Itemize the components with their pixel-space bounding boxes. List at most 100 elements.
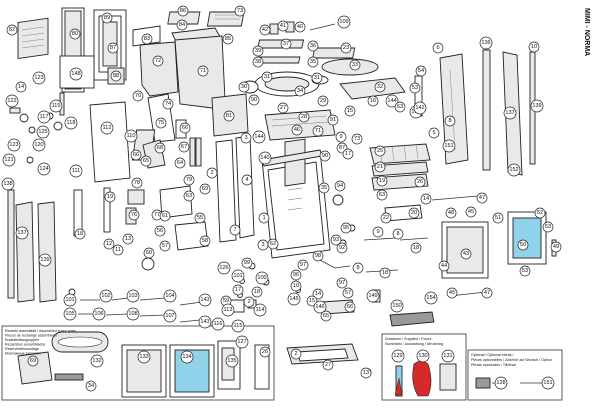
callout-circle xyxy=(352,262,364,274)
legend-box-line: Suministro / Ausstattung / Utrustning xyxy=(385,342,443,346)
callout-circle xyxy=(5,94,19,108)
part-callout: 144 xyxy=(252,130,266,144)
callout-number: 3 xyxy=(261,242,264,248)
callout-number: 8 xyxy=(356,265,359,271)
callout-number: 18 xyxy=(254,289,260,295)
part-callout: 5 xyxy=(428,127,440,139)
callout-number: 22 xyxy=(383,215,389,221)
part-callout: 16 xyxy=(367,95,379,107)
callout-number: 70 xyxy=(135,93,141,99)
callout-circle xyxy=(334,180,346,192)
callout-circle xyxy=(287,292,301,306)
callout-circle xyxy=(360,367,372,379)
callout-circle xyxy=(211,317,225,331)
part-callout: 21 xyxy=(374,161,386,173)
callout-number: 23 xyxy=(343,45,349,51)
part-callout: 114 xyxy=(253,303,267,317)
part-callout: 69 xyxy=(199,183,211,195)
part-callout: 82 xyxy=(6,24,18,36)
callout-number: 154 xyxy=(426,295,435,301)
part-callout: 138 xyxy=(1,177,15,191)
callout-circle xyxy=(163,289,177,303)
part-callout: 140 xyxy=(258,151,272,165)
callout-number: 100 xyxy=(257,275,266,281)
callout-circle xyxy=(290,280,302,292)
part-callout: 145 xyxy=(287,292,301,306)
callout-number: 91 xyxy=(330,117,336,123)
callout-circle xyxy=(445,207,457,219)
callout-number: 45 xyxy=(449,290,455,296)
callout-number: 122 xyxy=(7,98,16,104)
callout-number: 35 xyxy=(321,185,327,191)
callout-number: 33 xyxy=(352,62,358,68)
callout-number: 149 xyxy=(368,293,377,299)
part-callout: 65 xyxy=(320,310,332,322)
callout-number: 39 xyxy=(255,48,261,54)
part-callout: 101 xyxy=(63,293,77,307)
part-callout: 18 xyxy=(74,228,86,240)
callout-circle xyxy=(112,244,124,256)
callout-circle xyxy=(528,41,540,53)
optional-items-caption: Optional / Optional extras / Pièces opti… xyxy=(471,353,552,367)
callout-number: 123 xyxy=(34,75,43,81)
part-callout: 15 xyxy=(344,105,356,117)
callout-circle xyxy=(243,296,255,308)
callout-number: 47 xyxy=(484,290,490,296)
part-callout: 62 xyxy=(267,238,279,250)
callout-number: 127 xyxy=(237,339,246,345)
part-callout: 83 xyxy=(141,33,153,45)
spare-box-line: Recambios ensamblados xyxy=(5,343,46,347)
callout-number: 99 xyxy=(244,260,250,266)
part-callout: 43 xyxy=(460,248,472,260)
callout-circle xyxy=(100,121,114,135)
callout-number: 11 xyxy=(115,247,121,253)
callout-circle xyxy=(252,45,264,57)
callout-circle xyxy=(492,212,504,224)
part-callout: 86 xyxy=(177,5,189,17)
callout-number: 71 xyxy=(315,128,321,134)
part-callout: 80 xyxy=(69,28,81,40)
callout-circle xyxy=(337,15,351,29)
callout-number: 6 xyxy=(436,45,439,51)
part-callout: 47 xyxy=(476,192,488,204)
callout-circle xyxy=(322,359,334,371)
callout-circle xyxy=(6,24,18,36)
part-callout: 28 xyxy=(298,111,310,123)
callout-circle xyxy=(152,55,164,67)
callout-circle xyxy=(99,289,113,303)
part-callout: 57 xyxy=(159,240,171,252)
callout-circle xyxy=(312,250,324,262)
part-callout: 66 xyxy=(130,149,142,161)
callout-number: 152 xyxy=(509,167,518,173)
callout-number: 13 xyxy=(363,370,369,376)
callout-circle xyxy=(344,105,356,117)
callout-circle xyxy=(349,59,361,71)
part-callout: 151 xyxy=(442,139,456,153)
part-callout: 2 xyxy=(290,348,302,360)
callout-number: 85 xyxy=(225,36,231,42)
callout-circle xyxy=(223,110,235,122)
callout-circle xyxy=(379,267,391,279)
part-callout: 146 xyxy=(313,300,327,314)
callout-number: 116 xyxy=(214,321,223,327)
callout-circle xyxy=(374,161,386,173)
spare-box-line: Ersatzteilbaugruppen xyxy=(5,338,39,342)
callout-number: 49 xyxy=(553,244,559,250)
callout-number: 101 xyxy=(233,273,242,279)
callout-circle xyxy=(258,212,270,224)
callout-number: 150 xyxy=(392,303,401,309)
callout-number: 15 xyxy=(309,298,315,304)
callout-number: 117 xyxy=(40,114,49,120)
callout-circle xyxy=(380,212,392,224)
part-callout: 101 xyxy=(231,269,245,283)
callout-number: 132 xyxy=(92,358,101,364)
callout-number: 9 xyxy=(376,229,379,235)
part-callout: 71 xyxy=(197,65,209,77)
callout-circle xyxy=(340,222,352,234)
callout-circle xyxy=(178,141,190,153)
callout-number: 25 xyxy=(377,148,383,154)
part-callout: 34 xyxy=(294,85,306,97)
callout-circle xyxy=(376,189,388,201)
callout-circle xyxy=(311,72,323,84)
